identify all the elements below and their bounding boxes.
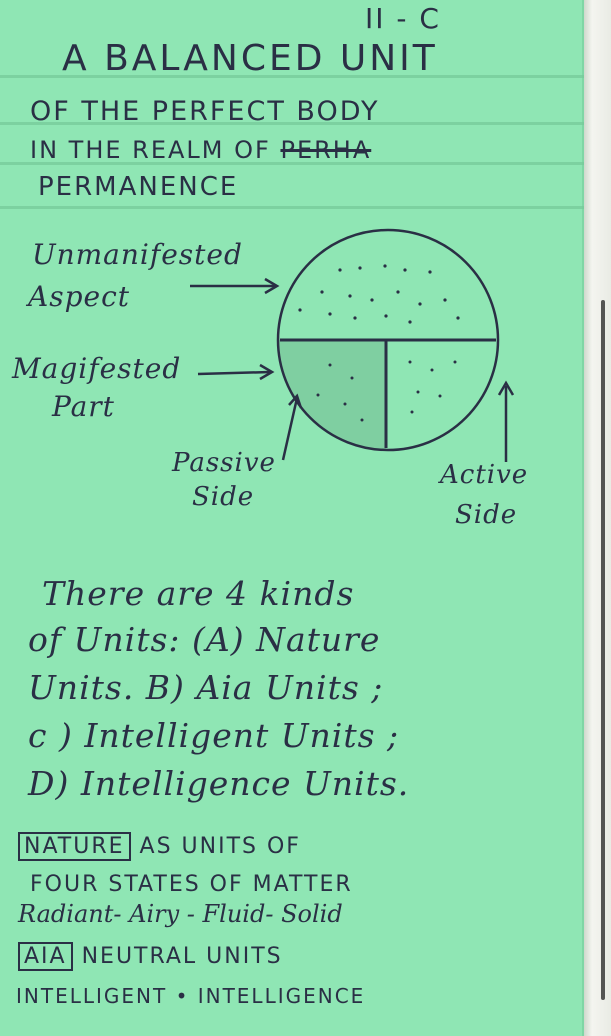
nature-box-label: NATURE (18, 832, 131, 861)
page-background-strip (584, 0, 611, 1036)
active-side-label: Side (455, 500, 518, 530)
label-arrows (190, 277, 515, 462)
title-line-3: IN THE REALM OF PERHA (30, 136, 371, 164)
ruled-line (0, 75, 584, 78)
unmanifested-label: Unmanifested (32, 238, 243, 271)
manifested-label: Magifested (12, 352, 182, 385)
ruled-line (0, 162, 584, 165)
active-label: Active (440, 460, 529, 490)
title-line-3-text: IN THE REALM OF (30, 136, 271, 164)
states-list: Radiant- Airy - Fluid- Solid (18, 900, 343, 928)
states-line: FOUR STATES OF MATTER (30, 872, 353, 897)
part-label: Part (52, 390, 115, 423)
aia-note-text: NEUTRAL UNITS (81, 944, 283, 969)
nature-note: NATURE as UNITS OF (18, 832, 301, 861)
aia-note: AIA NEUTRAL UNITS (18, 942, 283, 971)
title-line-2: OF THE PERFECT BODY (30, 96, 380, 127)
ruled-line (0, 122, 584, 125)
body-line-4: c ) Intelligent Units ; (28, 716, 400, 755)
title-line-4: PERMANENCE (38, 172, 239, 202)
passive-label: Passive (172, 448, 276, 478)
passive-side-label: Side (192, 482, 255, 512)
page-title: A BALANCED UNIT (62, 38, 438, 79)
body-line-3: Units. B) Aia Units ; (28, 668, 384, 707)
ruled-line (0, 206, 584, 209)
passive-arrow (281, 397, 299, 461)
binder-edge (601, 300, 605, 1000)
aia-box-label: AIA (18, 942, 73, 971)
struck-word: PERHA (280, 136, 372, 164)
aspect-label: Aspect (28, 280, 131, 313)
index-card (0, 0, 584, 1036)
body-line-5: D) Intelligence Units. (28, 764, 410, 803)
nature-note-text: as UNITS OF (139, 834, 301, 859)
manifested-arrow (197, 370, 271, 376)
page-reference: II - C (365, 2, 441, 35)
body-line-2: of Units: (A) Nature (28, 620, 381, 659)
manifested-dots (316, 360, 457, 422)
last-line: INTELLIGENT • INTELLIGENCE (16, 984, 366, 1008)
unit-circle (276, 228, 500, 452)
unmanifested-dots (298, 264, 460, 324)
body-line-1: There are 4 kinds (42, 574, 355, 613)
